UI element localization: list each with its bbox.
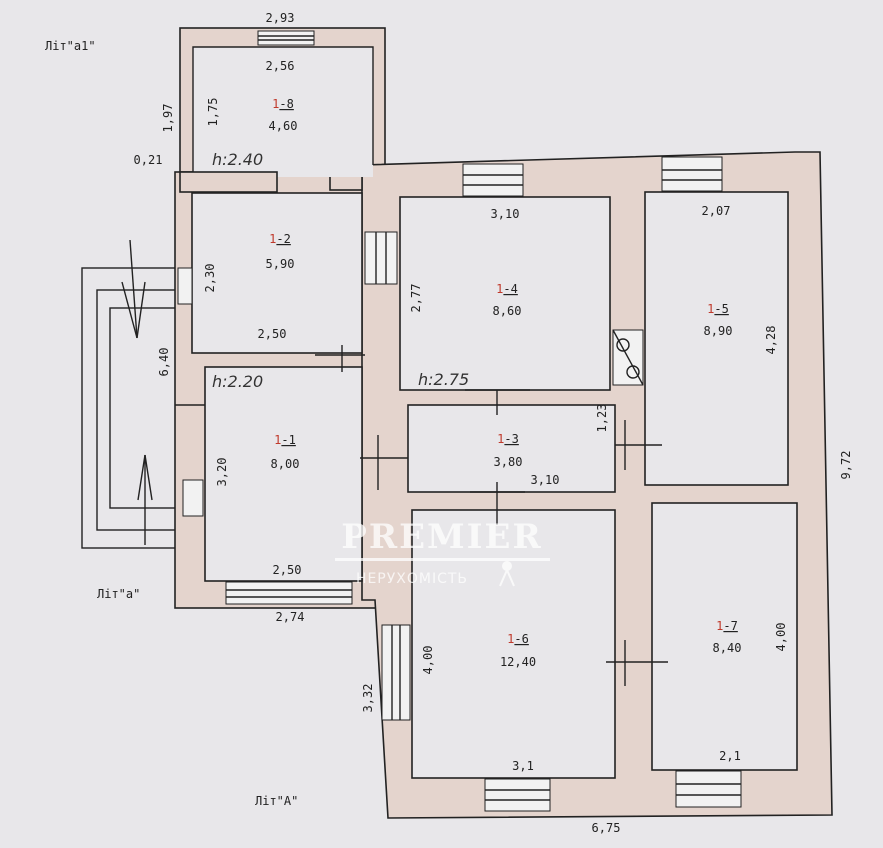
dimension: 1,97	[161, 104, 175, 133]
watermark: PREMIER НЕРУХОМІСТЬ	[335, 517, 550, 587]
dimension: 3,32	[361, 684, 375, 713]
dimension: 2,07	[702, 204, 731, 218]
windows	[177, 30, 742, 812]
room-id: 1-1	[274, 433, 296, 447]
room-area: 4,60	[269, 119, 298, 133]
dimension: 2,1	[719, 749, 741, 763]
dimension: 3,1	[512, 759, 534, 773]
dimension: 6,40	[157, 348, 171, 377]
dimension: 4,28	[764, 326, 778, 355]
room-id: 1-6	[507, 632, 529, 646]
dimension: 1,75	[206, 98, 220, 127]
dimension: 2,50	[273, 563, 302, 577]
dimension: 4,00	[774, 623, 788, 652]
room-labels: 1-8 4,60 1-2 5,90 1-1 8,00 1-4 8,60 1-5 …	[266, 97, 742, 669]
dimension: 6,75	[592, 821, 621, 835]
room-area: 8,60	[493, 304, 522, 318]
lit-label: Літ"А"	[255, 794, 298, 808]
room-id: 1-4	[496, 282, 518, 296]
stove-icon	[612, 329, 644, 386]
room-area: 8,40	[713, 641, 742, 655]
doors	[175, 345, 668, 686]
room-id: 1-3	[497, 432, 519, 446]
dimension: 2,77	[409, 284, 423, 313]
rooms	[179, 46, 798, 779]
room-area: 8,90	[704, 324, 733, 338]
room-id: 1-8	[272, 97, 294, 111]
dimension: 3,10	[491, 207, 520, 221]
ceiling-height: h:2.40	[212, 150, 263, 169]
room-area: 12,40	[500, 655, 536, 669]
room-area: 3,80	[494, 455, 523, 469]
watermark-logo-icon	[499, 561, 515, 587]
dimension: 3,20	[215, 458, 229, 487]
dimension: 3,10	[531, 473, 560, 487]
dimension: 1,23	[595, 404, 609, 433]
dimension: 2,30	[203, 264, 217, 293]
dimension: 2,93	[266, 11, 295, 25]
ceiling-height: h:2.20	[212, 372, 263, 391]
entrance-porch	[81, 239, 183, 549]
room-id: 1-7	[716, 619, 738, 633]
dimensions: 2,93 2,56 1,97 1,75 0,21 2,30 2,50 6,40 …	[134, 11, 853, 835]
room-area: 8,00	[271, 457, 300, 471]
room-id: 1-5	[707, 302, 729, 316]
dimension: 2,74	[276, 610, 305, 624]
dimension: 2,50	[258, 327, 287, 341]
watermark-brand: PREMIER	[341, 517, 542, 557]
watermark-tagline: НЕРУХОМІСТЬ	[356, 571, 468, 587]
lit-label: Літ"а1"	[45, 39, 96, 53]
dimension: 9,72	[839, 451, 853, 480]
lit-label: Літ"а"	[97, 587, 140, 601]
dimension: 0,21	[134, 153, 163, 167]
dimension: 4,00	[421, 646, 435, 675]
room-area: 5,90	[266, 257, 295, 271]
ceiling-height: h:2.75	[418, 370, 469, 389]
dimension: 2,56	[266, 59, 295, 73]
room-id: 1-2	[269, 232, 291, 246]
